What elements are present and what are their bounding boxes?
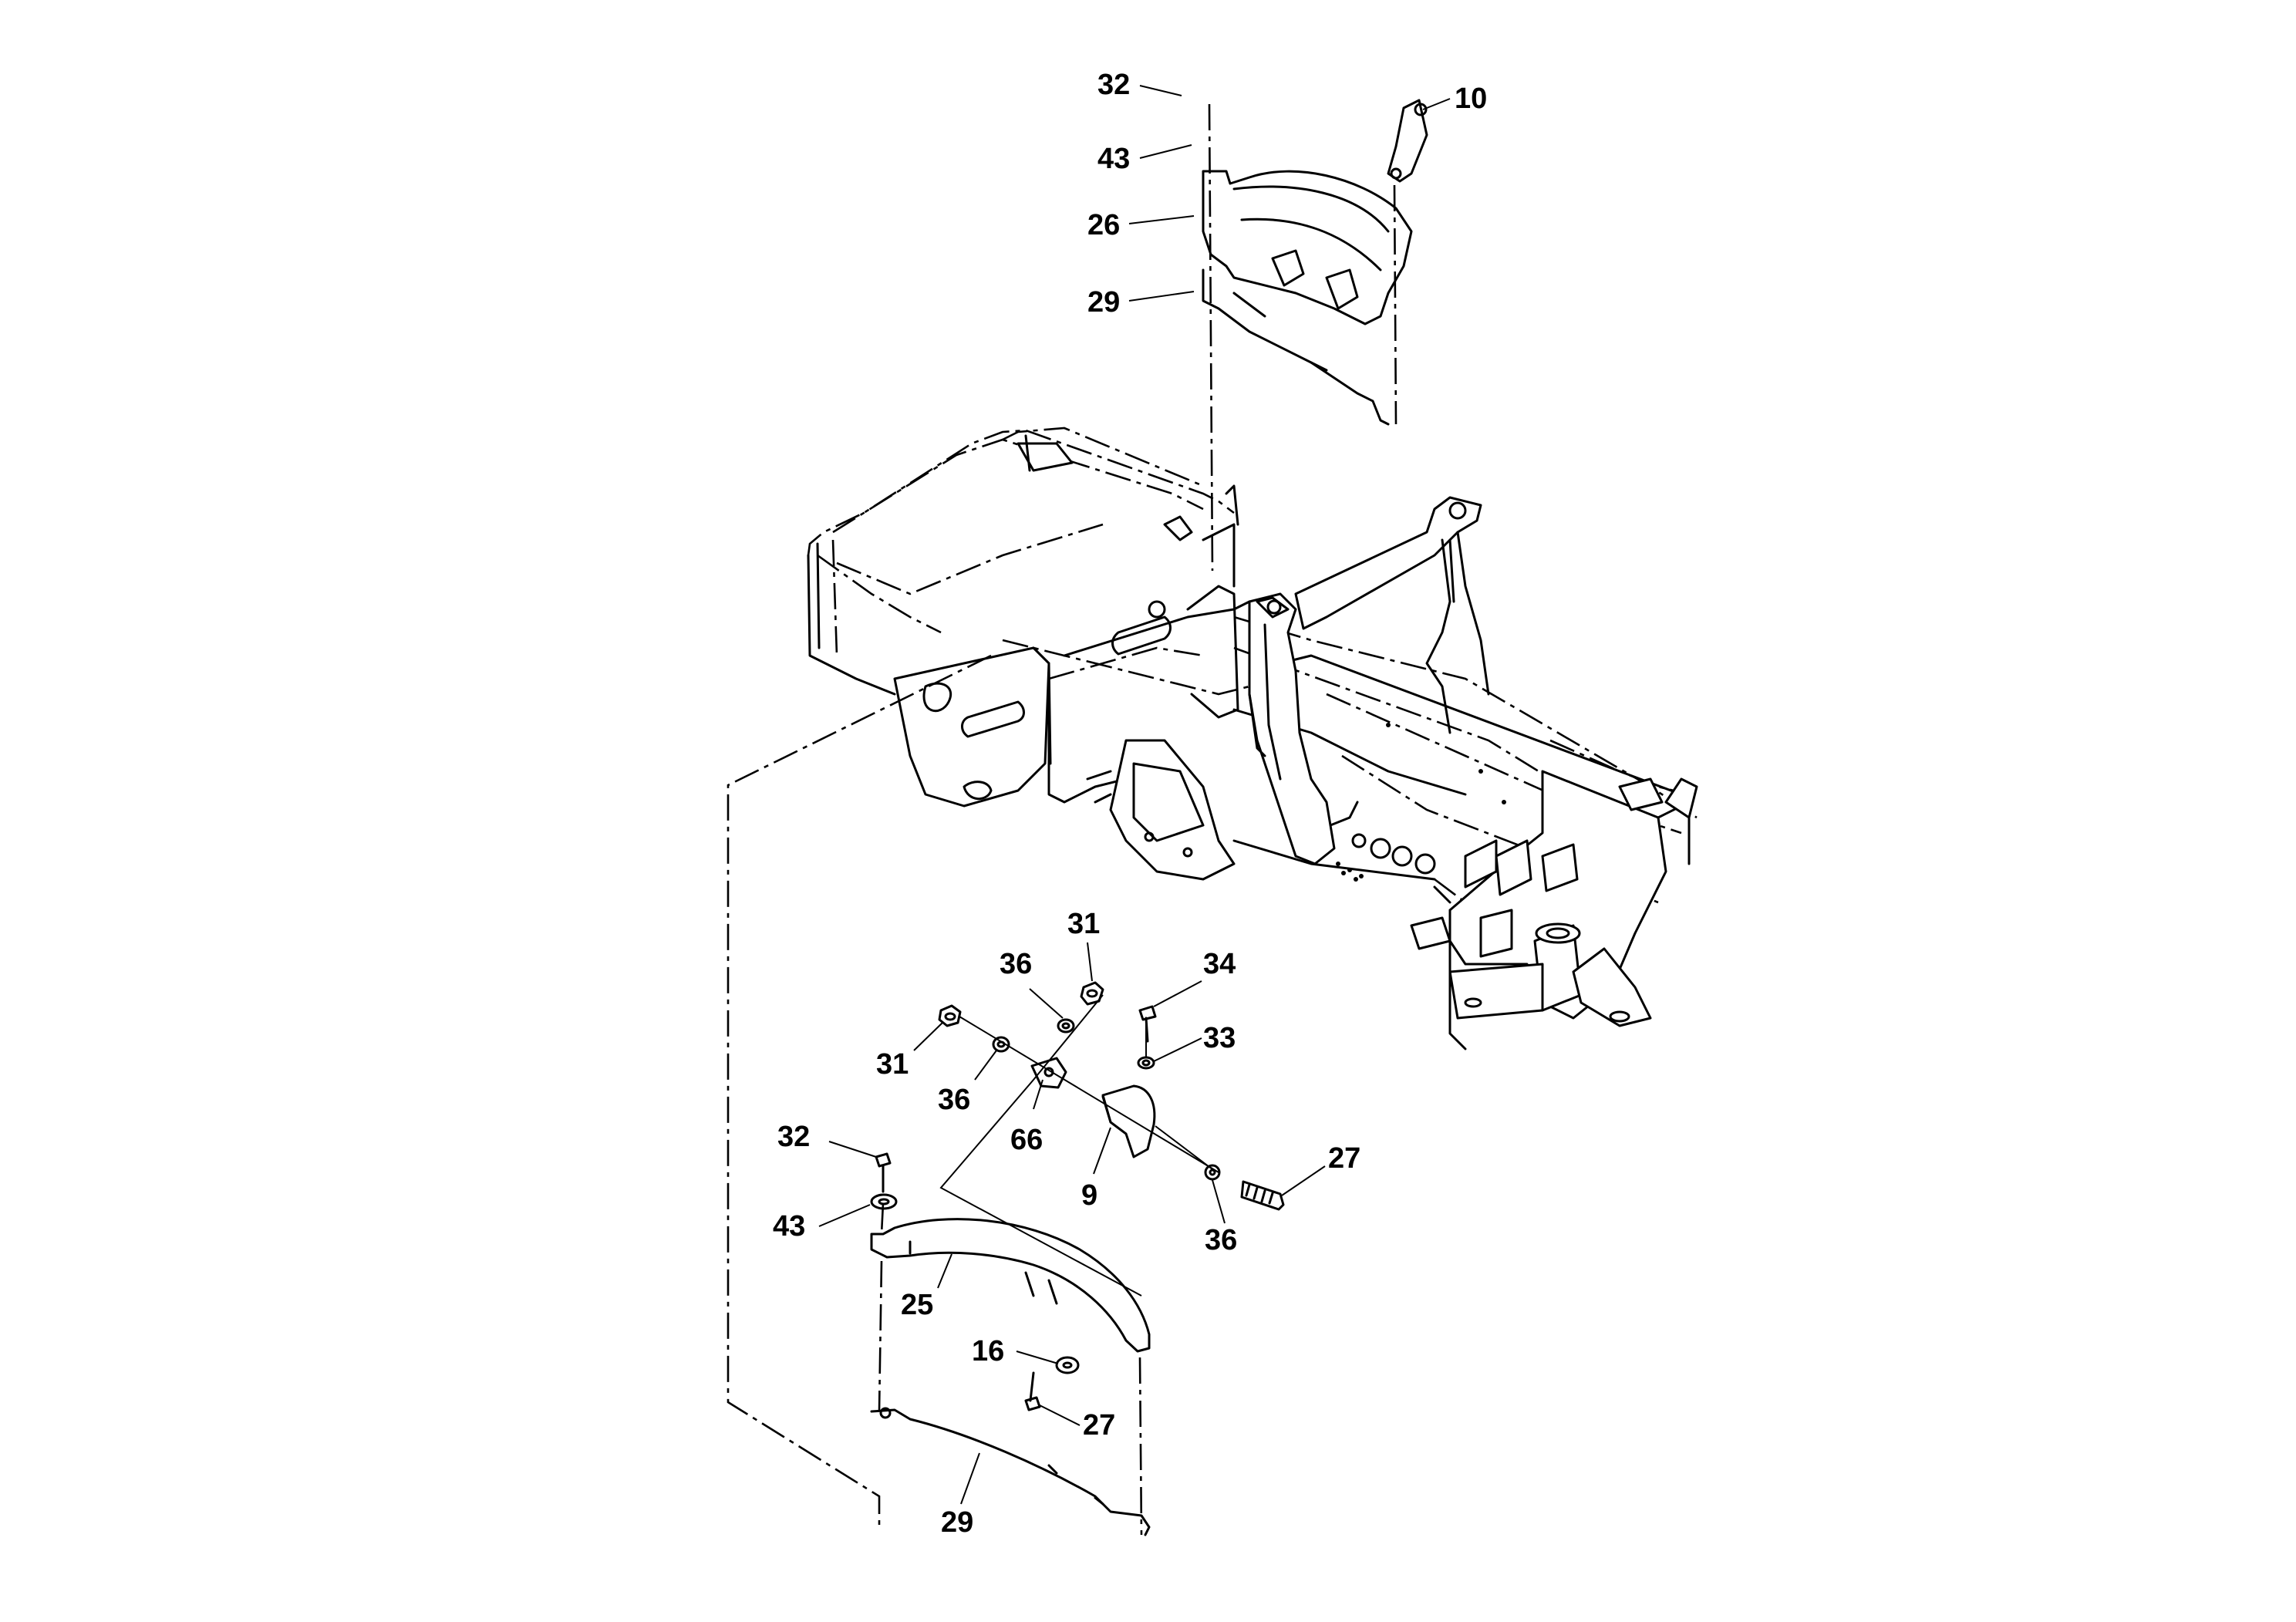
callout-labels: 32 10 43 26 29 31 36 34 31 33 36 66 32 2… [773, 69, 1487, 1539]
assembly-lines [727, 103, 1397, 1536]
callout-27-right: 27 [1328, 1142, 1360, 1175]
callout-66: 66 [1010, 1124, 1043, 1156]
callout-25: 25 [901, 1289, 933, 1321]
callout-43-lower: 43 [773, 1210, 805, 1243]
callout-34: 34 [1203, 948, 1236, 980]
callout-32-lower: 32 [777, 1121, 810, 1153]
callout-32-top: 32 [1097, 69, 1130, 101]
center-hardware [938, 981, 1285, 1211]
callout-16: 16 [972, 1335, 1004, 1367]
callout-31-upper: 31 [1067, 908, 1100, 940]
callout-29-top: 29 [1087, 286, 1120, 319]
leader-lines [818, 85, 1451, 1505]
callout-27-lower: 27 [1083, 1409, 1115, 1442]
callout-9: 9 [1081, 1179, 1097, 1212]
callout-33: 33 [1203, 1022, 1236, 1054]
upper-fender-assembly [1202, 99, 1428, 426]
callout-43-top: 43 [1097, 143, 1130, 175]
lower-fender-assembly [870, 1152, 1151, 1536]
main-frame [807, 427, 1698, 1050]
callout-10: 10 [1455, 83, 1487, 115]
callout-26: 26 [1087, 209, 1120, 241]
callout-36-left: 36 [938, 1084, 970, 1116]
callout-31-left: 31 [876, 1048, 909, 1081]
callout-29-lower: 29 [941, 1506, 973, 1539]
callout-36-upper: 36 [1000, 948, 1032, 980]
callout-36-right: 36 [1205, 1224, 1237, 1256]
